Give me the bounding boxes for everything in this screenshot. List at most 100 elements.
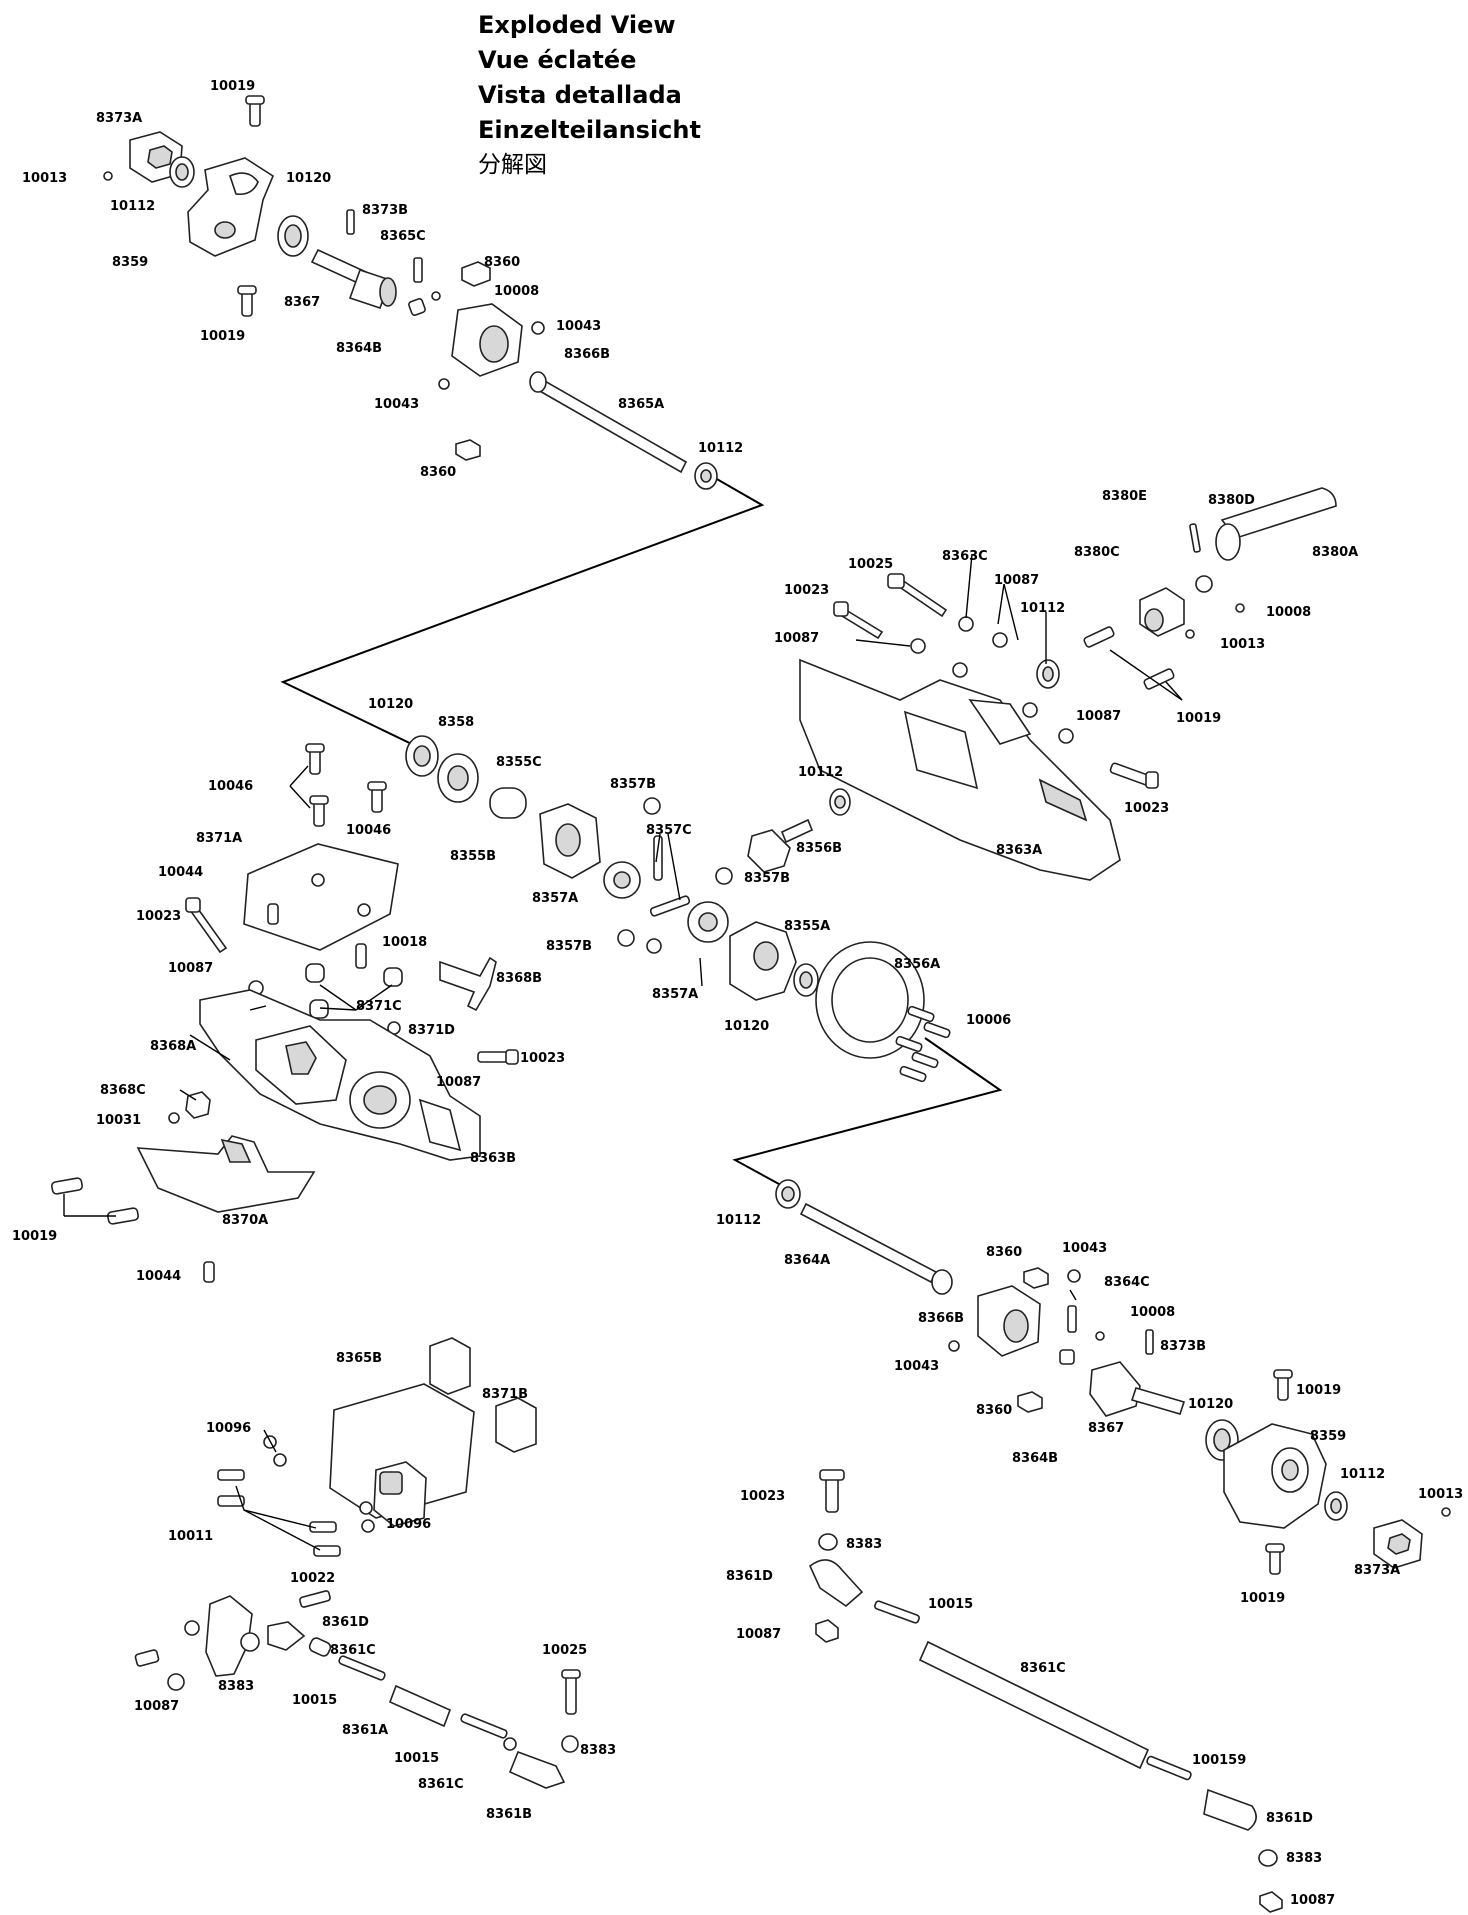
part-label: 10013 — [1220, 637, 1265, 652]
part-label: 10112 — [1020, 601, 1065, 616]
part-label: 10023 — [520, 1051, 565, 1066]
part-label: 8356A — [894, 957, 940, 972]
part-label: 10006 — [966, 1013, 1011, 1028]
title-french: Vue éclatée — [478, 46, 637, 74]
part-label: 8365B — [336, 1351, 382, 1366]
part-label: 8383 — [580, 1743, 616, 1758]
part-label: 10022 — [290, 1571, 335, 1586]
part-label: 8368A — [150, 1039, 196, 1054]
part-label: 10019 — [210, 79, 255, 94]
part-label: 8370A — [222, 1213, 268, 1228]
part-label: 8368B — [496, 971, 542, 986]
part-label: 10043 — [374, 397, 419, 412]
part-label: 8371B — [482, 1387, 528, 1402]
part-label: 10019 — [200, 329, 245, 344]
part-label: 8361B — [486, 1807, 532, 1822]
part-label: 10023 — [740, 1489, 785, 1504]
part-label: 10120 — [286, 171, 331, 186]
part-label: 8357B — [744, 871, 790, 886]
part-label: 8355C — [496, 755, 542, 770]
part-label: 10019 — [1296, 1383, 1341, 1398]
part-label: 8361A — [342, 1723, 388, 1738]
part-label: 8355B — [450, 849, 496, 864]
part-label: 8365C — [380, 229, 426, 244]
part-label: 10112 — [698, 441, 743, 456]
part-label: 8365A — [618, 397, 664, 412]
part-label: 10023 — [784, 583, 829, 598]
part-label: 8373B — [1160, 1339, 1206, 1354]
part-label: 8371D — [408, 1023, 455, 1038]
part-label: 8361C — [418, 1777, 464, 1792]
part-label: 8371A — [196, 831, 242, 846]
part-label: 10087 — [736, 1627, 781, 1642]
part-label: 8373A — [96, 111, 142, 126]
part-label: 10120 — [1188, 1397, 1233, 1412]
part-label: 10044 — [158, 865, 203, 880]
part-label: 10096 — [206, 1421, 251, 1436]
part-label: 8361C — [330, 1643, 376, 1658]
part-label: 10112 — [1340, 1467, 1385, 1482]
differential-group — [405, 735, 951, 1083]
part-label: 8360 — [986, 1245, 1022, 1260]
title-japanese: 分解図 — [478, 152, 547, 178]
part-label: 10025 — [542, 1643, 587, 1658]
part-label: 10008 — [1266, 605, 1311, 620]
part-label: 8359 — [1310, 1429, 1346, 1444]
part-label: 8367 — [284, 295, 320, 310]
part-label: 10018 — [382, 935, 427, 950]
part-label: 10112 — [798, 765, 843, 780]
part-label: 8364C — [1104, 1275, 1150, 1290]
part-label: 10087 — [436, 1075, 481, 1090]
part-label: 8363B — [470, 1151, 516, 1166]
part-label: 8357B — [546, 939, 592, 954]
part-label: 10046 — [346, 823, 391, 838]
part-label: 10013 — [22, 171, 67, 186]
title-german: Einzelteilansicht — [478, 116, 701, 144]
title-english: Exploded View — [478, 11, 676, 39]
left-steering-knuckle-group — [103, 95, 718, 490]
part-label: 10087 — [1290, 1893, 1335, 1908]
part-label: 10087 — [168, 961, 213, 976]
part-label: 8366B — [918, 1311, 964, 1326]
part-label: 10112 — [110, 199, 155, 214]
part-label: 8383 — [218, 1679, 254, 1694]
part-label: 8373B — [362, 203, 408, 218]
part-label: 10120 — [724, 1019, 769, 1034]
part-label: 10044 — [136, 1269, 181, 1284]
part-label: 10112 — [716, 1213, 761, 1228]
part-label: 8361D — [322, 1615, 369, 1630]
assembly-connector-lines — [280, 477, 1003, 1191]
part-label: 10043 — [1062, 1241, 1107, 1256]
part-label: 10031 — [96, 1113, 141, 1128]
part-label: 8364B — [1012, 1451, 1058, 1466]
part-label: 8361C — [1020, 1661, 1066, 1676]
part-label: 8359 — [112, 255, 148, 270]
part-label: 8367 — [1088, 1421, 1124, 1436]
part-label: 8358 — [438, 715, 474, 730]
part-label: 8363A — [996, 843, 1042, 858]
left-gearbox-housing-group — [51, 743, 519, 1283]
part-label: 8364B — [336, 341, 382, 356]
part-label: 8360 — [484, 255, 520, 270]
part-label: 10046 — [208, 779, 253, 794]
part-label: 8361D — [1266, 1811, 1313, 1826]
part-label: 10008 — [1130, 1305, 1175, 1320]
part-label: 8383 — [1286, 1851, 1322, 1866]
part-number-labels: 10019 8373A 10013 10112 10120 8373B 8365… — [12, 79, 1463, 1908]
part-label: 8363C — [942, 549, 988, 564]
part-label: 8371C — [356, 999, 402, 1014]
part-label: 10025 — [848, 557, 893, 572]
part-label: 10043 — [894, 1359, 939, 1374]
part-label: 10087 — [1076, 709, 1121, 724]
part-label: 8360 — [420, 465, 456, 480]
part-label: 10008 — [494, 284, 539, 299]
part-label: 8357A — [652, 987, 698, 1002]
part-label: 10015 — [394, 1751, 439, 1766]
part-label: 8366B — [564, 347, 610, 362]
part-label: 8364A — [784, 1253, 830, 1268]
part-label: 100159 — [1192, 1753, 1246, 1768]
part-label: 8368C — [100, 1083, 146, 1098]
part-label: 10015 — [928, 1597, 973, 1612]
part-label: 10011 — [168, 1529, 213, 1544]
